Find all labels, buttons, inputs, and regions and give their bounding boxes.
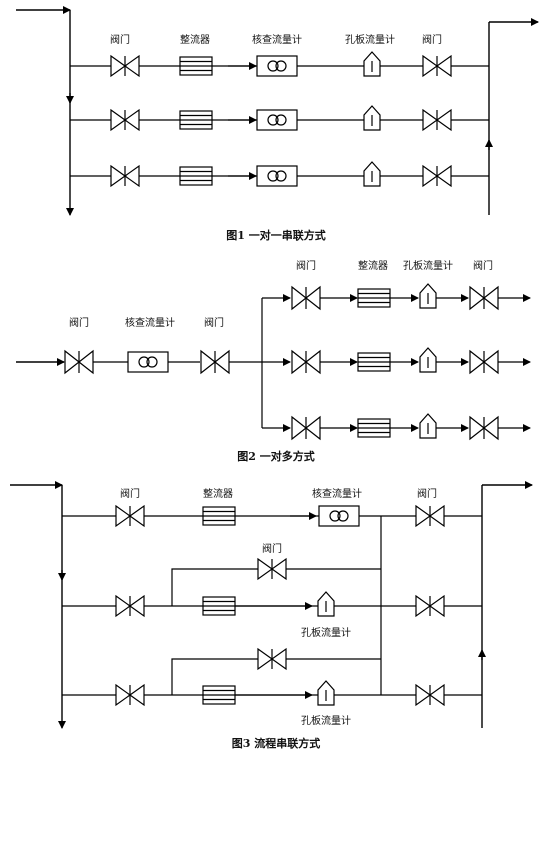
orifice-meter-icon [419, 283, 437, 309]
straightener-icon [202, 685, 236, 705]
valve-label: 阀门 [120, 487, 140, 500]
straightener-icon [357, 418, 391, 438]
figure-2-caption: 图2 一对多方式 [237, 449, 314, 463]
bypass-line [171, 568, 381, 606]
orifice-meter-icon [363, 105, 381, 131]
valve-icon [115, 594, 145, 618]
branch-1 [262, 283, 531, 311]
turbine-meter-icon [318, 505, 360, 527]
check-meter-label: 核查流量计 [125, 316, 175, 329]
valve-icon [200, 349, 230, 375]
valve-icon [469, 349, 499, 375]
straightener-icon [179, 110, 213, 130]
valve-icon [110, 108, 140, 132]
orifice-meter-label: 孔板流量计 [403, 259, 453, 272]
turbine-meter-icon [256, 109, 298, 131]
valve-icon [110, 164, 140, 188]
run-3 [70, 161, 489, 188]
straightener-icon [202, 596, 236, 616]
valve-icon [257, 647, 287, 671]
valve-icon [422, 108, 452, 132]
valve-icon [469, 285, 499, 311]
valve-icon [415, 683, 445, 707]
straightener-label: 整流器 [203, 487, 233, 500]
straightener-icon [357, 352, 391, 372]
orifice-meter-icon [363, 51, 381, 77]
run-2: 阀门 孔板流量计 [62, 542, 482, 639]
orifice-meter-label: 孔板流量计 [301, 626, 351, 639]
orifice-meter-icon [419, 347, 437, 373]
run-1 [70, 51, 489, 78]
valve-label: 阀门 [422, 33, 442, 46]
valve-label: 阀门 [110, 33, 130, 46]
orifice-meter-icon [317, 591, 335, 617]
figure-1: 阀门 整流器 核查流量计 孔板流量计 阀门 [16, 6, 539, 242]
valve-label: 阀门 [417, 487, 437, 500]
straightener-icon [357, 288, 391, 308]
valve-label: 阀门 [69, 316, 89, 329]
turbine-meter-icon [256, 55, 298, 77]
straightener-icon [179, 56, 213, 76]
straightener-label: 整流器 [180, 33, 210, 46]
branch-2 [262, 347, 531, 375]
valve-icon [291, 415, 321, 441]
valve-icon [291, 349, 321, 375]
valve-icon [415, 504, 445, 528]
figure-3: 阀门 整流器 核查流量计 阀门 阀门 孔板流量计 [10, 481, 533, 750]
valve-icon [64, 349, 94, 375]
orifice-meter-label: 孔板流量计 [301, 714, 351, 727]
turbine-meter-icon [127, 351, 169, 373]
check-meter-label: 核查流量计 [252, 33, 302, 46]
valve-icon [469, 415, 499, 441]
figure-2: 阀门 整流器 孔板流量计 阀门 阀门 核查流量计 阀门 [16, 259, 531, 463]
orifice-meter-icon [363, 161, 381, 187]
straightener-label: 整流器 [358, 259, 388, 272]
straightener-icon [179, 166, 213, 186]
main-line [16, 298, 263, 428]
run-2 [70, 105, 489, 132]
valve-icon [110, 54, 140, 78]
valve-label: 阀门 [473, 259, 493, 272]
valve-icon [115, 504, 145, 528]
branch-3 [262, 413, 531, 441]
orifice-meter-icon [317, 680, 335, 706]
valve-label: 阀门 [204, 316, 224, 329]
valve-label: 阀门 [296, 259, 316, 272]
orifice-meter-label: 孔板流量计 [345, 33, 395, 46]
run-1 [62, 504, 482, 528]
valve-icon [422, 54, 452, 78]
orifice-meter-icon [419, 413, 437, 439]
valve-label: 阀门 [262, 542, 282, 555]
figure-1-caption: 图1 一对一串联方式 [226, 228, 325, 242]
valve-icon [115, 683, 145, 707]
valve-icon [291, 285, 321, 311]
turbine-meter-icon [256, 165, 298, 187]
valve-icon [257, 557, 287, 581]
check-meter-label: 核查流量计 [312, 487, 362, 500]
run-3: 孔板流量计 [62, 647, 482, 727]
valve-icon [415, 594, 445, 618]
bypass-line [171, 658, 381, 695]
figure-3-caption: 图3 流程串联方式 [232, 736, 320, 750]
valve-icon [422, 164, 452, 188]
straightener-icon [202, 506, 236, 526]
